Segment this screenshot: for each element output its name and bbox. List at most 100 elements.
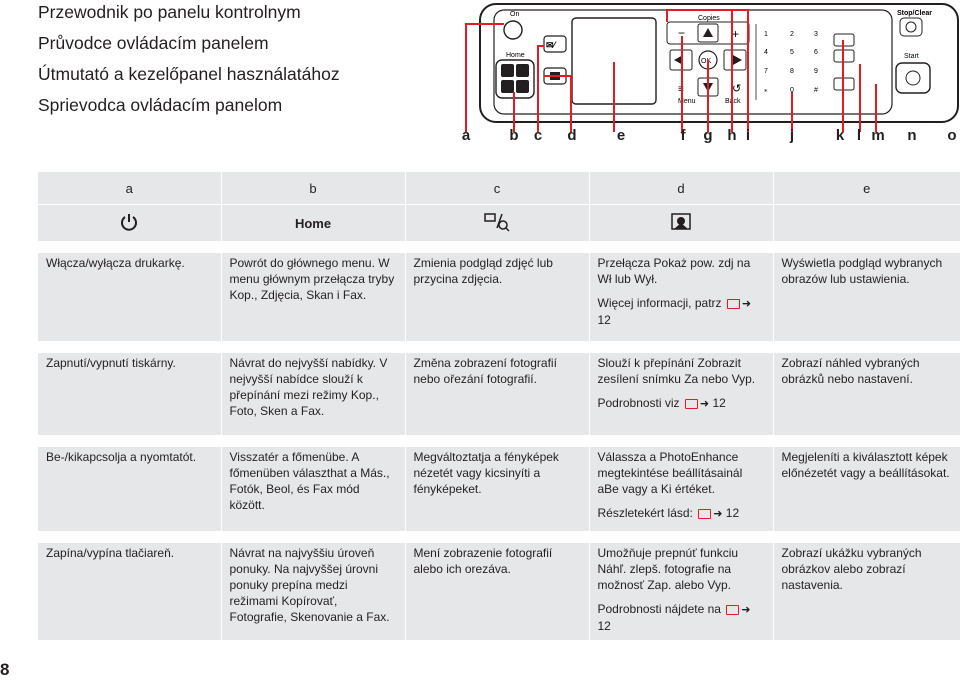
cell-b-hu: Visszatér a főmenübe. A főmenüben válasz…: [229, 450, 390, 512]
copies-label: Copies: [698, 15, 720, 22]
svg-text:0: 0: [790, 87, 794, 94]
callout-letters: a b c d e f g h i j k l m n o: [0, 127, 960, 147]
callout-k: k: [835, 127, 845, 144]
view-crop-icon: [404, 204, 589, 247]
cell-b-sk: Návrat na najvyššiu úroveň ponuky. Na na…: [229, 546, 390, 624]
arrow-right-icon: ➜: [699, 398, 710, 410]
page-ref-cz: 12: [712, 396, 726, 410]
svg-text:3: 3: [814, 31, 818, 38]
book-icon: [698, 508, 712, 519]
table-header-row: a b c d e: [38, 172, 960, 205]
ok-label: OK: [701, 58, 711, 65]
cell-d-hu: Válassza a PhotoEnhance megtekintése beá…: [597, 450, 743, 496]
page-ref-sk: 12: [597, 619, 611, 633]
svg-text:5: 5: [790, 49, 794, 56]
cell-a-sk: Zapína/vypína tlačiareň.: [46, 546, 175, 560]
book-icon: [726, 604, 740, 615]
control-panel-diagram: On Home ✉⁄ Copies − + OK Menu Back ↺ ≡ 1…: [465, 3, 959, 132]
column-header-d: d: [588, 172, 773, 205]
page-number: 8: [0, 660, 10, 679]
cell-a-pl: Włącza/wyłącza drukarkę.: [46, 256, 185, 270]
home-label: Home: [506, 52, 525, 59]
svg-text:9: 9: [814, 68, 818, 75]
see-more-hu: Részletekért lásd:: [597, 506, 693, 520]
power-button: [503, 20, 523, 40]
svg-text:+: +: [732, 27, 739, 41]
svg-text:4: 4: [764, 49, 768, 56]
callout-j: j: [789, 127, 795, 144]
callout-a: a: [461, 127, 471, 144]
title-polish: Przewodnik po panelu kontrolnym: [38, 2, 301, 22]
callout-e: e: [616, 127, 626, 144]
callout-o: o: [947, 127, 957, 144]
svg-text:#: #: [814, 87, 818, 94]
power-icon: [38, 204, 221, 247]
svg-text:−: −: [678, 26, 685, 40]
arrow-right-icon: ➜: [741, 298, 752, 310]
table-row-polish: Włącza/wyłącza drukarkę. Powrót do główn…: [38, 241, 960, 347]
cell-b-pl: Powrót do głównego menu. W menu głównym …: [229, 256, 395, 302]
cell-d-sk: Umožňuje prepnúť funkciu Náhľ. zlepš. fo…: [597, 546, 739, 592]
cell-c-hu: Megváltoztatja a fényképek nézetét vagy …: [413, 450, 559, 496]
cell-e-cz: Zobrazí náhled vybraných obrázků nebo na…: [781, 356, 920, 386]
cell-b-cz: Návrat do nejvyšší nabídky. V nejvyšší n…: [229, 356, 388, 418]
svg-text:✉⁄: ✉⁄: [546, 40, 558, 50]
callout-g: g: [703, 127, 713, 144]
see-more-pl: Więcej informacji, patrz: [597, 296, 722, 310]
title-slovak: Sprievodca ovládacím panelom: [38, 95, 283, 115]
cell-c-pl: Zmienia podgląd zdjęć lub przycina zdjęc…: [413, 256, 553, 286]
svg-text:6: 6: [814, 49, 818, 56]
title-hungarian: Útmutató a kezelőpanel használatához: [38, 64, 340, 84]
callout-i: i: [745, 127, 751, 144]
svg-text:↺: ↺: [732, 83, 741, 95]
cell-e-hu: Megjeleníti a kiválasztott képek előnéze…: [781, 450, 950, 480]
title-block: Przewodnik po panelu kontrolnym Průvodce…: [38, 2, 340, 126]
button-guide-table: a b c d e Home Włącza/wyłącza drukarkę. …: [38, 172, 960, 640]
preview-icon-cell: [772, 204, 960, 247]
book-icon: [684, 398, 698, 409]
column-header-b: b: [220, 172, 405, 205]
back-label: Back: [725, 98, 741, 105]
table-icon-row: Home: [38, 204, 960, 247]
table-row-czech: Zapnutí/vypnutí tiskárny. Návrat do nejv…: [38, 341, 960, 441]
table-row-slovak: Zapína/vypína tlačiareň. Návrat na najvy…: [38, 531, 960, 640]
see-more-sk: Podrobnosti nájdete na: [597, 602, 721, 616]
callout-c: c: [533, 127, 543, 144]
table-row-hungarian: Be-/kikapcsolja a nyomtatót. Visszatér a…: [38, 435, 960, 537]
page-ref-hu: 12: [725, 506, 740, 520]
home-text: Home: [220, 204, 405, 247]
start-label: Start: [904, 53, 919, 60]
svg-text:8: 8: [790, 68, 794, 75]
callout-l: l: [856, 127, 862, 144]
arrow-right-icon: ➜: [741, 604, 751, 616]
see-more-cz: Podrobnosti viz: [597, 396, 680, 410]
callout-f: f: [680, 127, 686, 144]
callout-h: h: [727, 127, 737, 144]
callout-m: m: [871, 127, 885, 144]
svg-text:⁎: ⁎: [764, 87, 768, 94]
on-label: On: [510, 11, 519, 18]
title-czech: Průvodce ovládacím panelem: [38, 33, 269, 53]
cell-e-pl: Wyświetla podgląd wybranych obrazów lub …: [781, 256, 943, 286]
svg-text:1: 1: [764, 31, 768, 38]
callout-d: d: [567, 127, 577, 144]
view-crop-button: [543, 35, 567, 53]
callout-b: b: [509, 127, 519, 144]
page-ref-pl: 12: [597, 313, 611, 327]
menu-label: Menu: [678, 98, 696, 105]
column-header-c: c: [404, 172, 589, 205]
book-icon: [726, 298, 740, 309]
photo-enhance-icon: [588, 204, 773, 247]
cell-d-cz: Slouží k přepínání Zobrazit zesílení sní…: [597, 356, 756, 386]
stop-clear-label: Stop/Clear: [897, 10, 932, 17]
cell-e-sk: Zobrazí ukážku vybraných obrázkov alebo …: [781, 546, 922, 592]
column-header-a: a: [38, 172, 221, 205]
arrow-right-icon: ➜: [713, 508, 723, 520]
cell-c-cz: Změna zobrazení fotografií nebo ořezání …: [413, 356, 557, 386]
callout-n: n: [907, 127, 917, 144]
cell-a-cz: Zapnutí/vypnutí tiskárny.: [46, 356, 176, 370]
cell-c-sk: Mení zobrazenie fotografií alebo ich ore…: [413, 546, 553, 576]
svg-text:7: 7: [764, 68, 768, 75]
column-header-e: e: [772, 172, 960, 205]
